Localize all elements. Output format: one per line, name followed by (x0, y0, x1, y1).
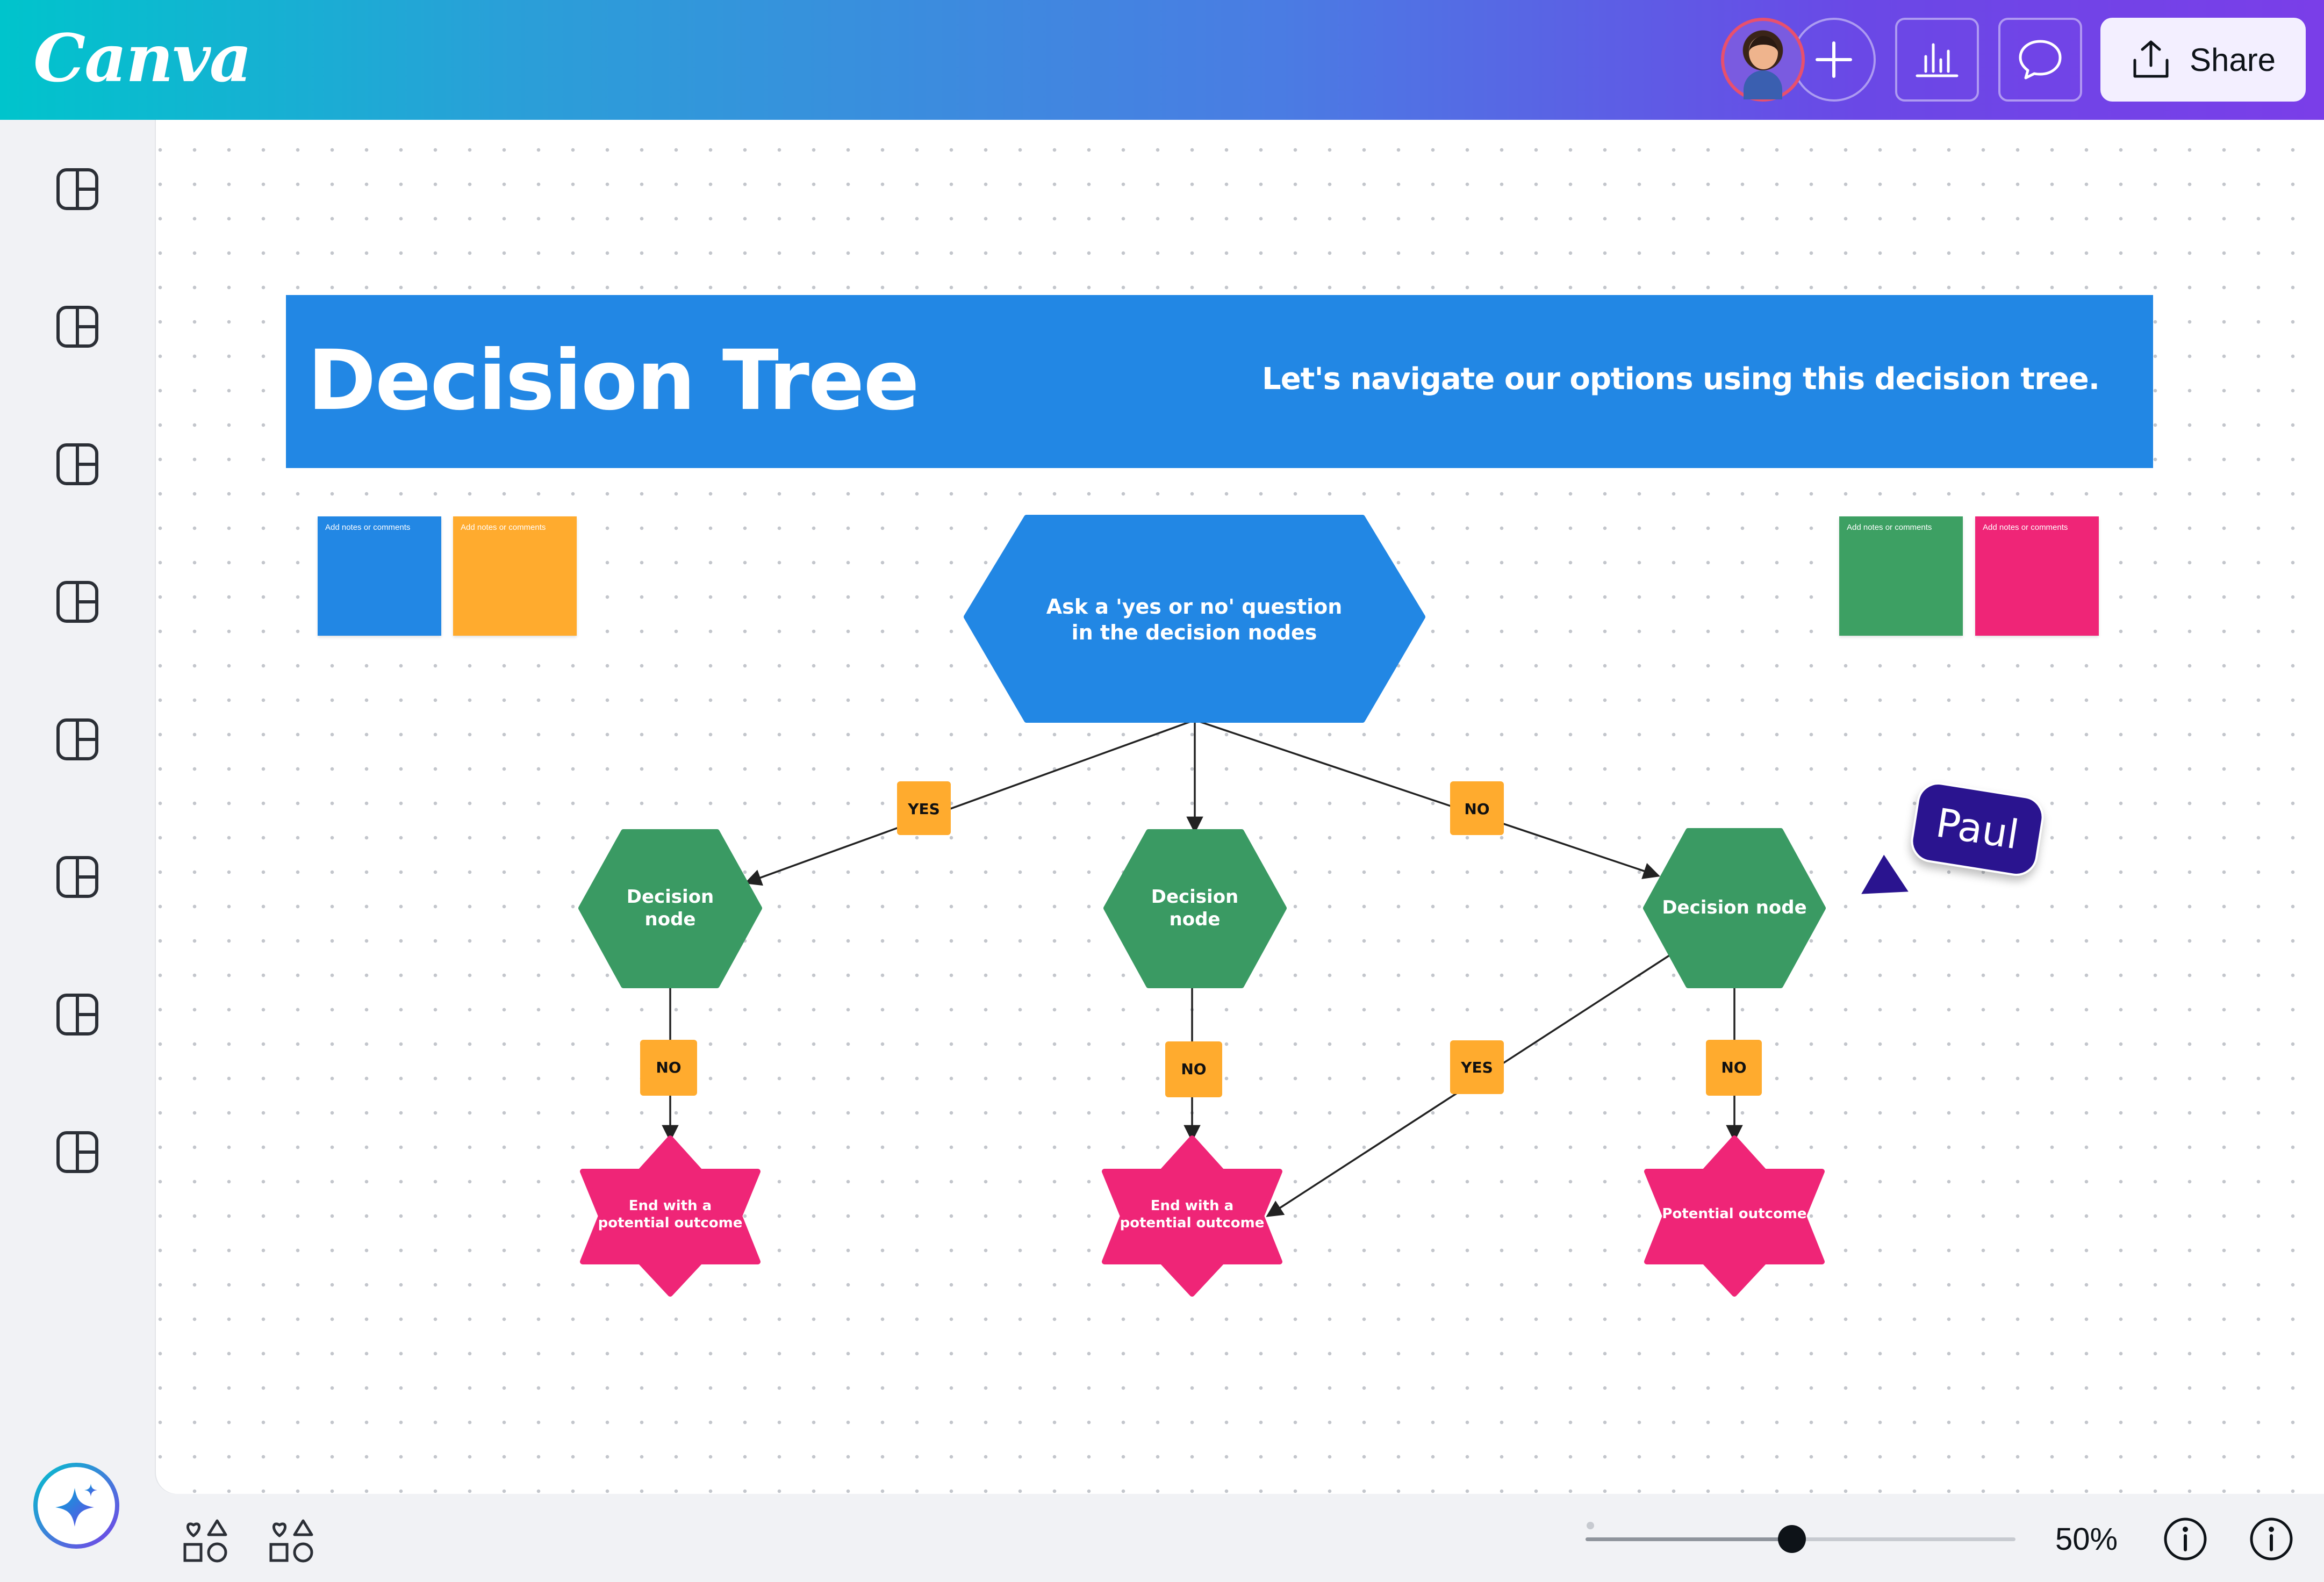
analytics-button[interactable] (1895, 18, 1979, 102)
share-label: Share (2189, 41, 2276, 78)
branch-label-text: NO (1181, 1060, 1206, 1078)
analytics-chart-icon (1916, 43, 1959, 77)
decision-node-right[interactable]: Decision node (1643, 828, 1826, 988)
zoom-min-marker (1587, 1522, 1594, 1529)
branch-label-text: NO (656, 1059, 681, 1076)
comments-button[interactable] (1998, 18, 2082, 102)
root-question-node[interactable]: Ask a 'yes or no' question in the decisi… (964, 515, 1425, 723)
page-layout-icon[interactable] (56, 993, 99, 1036)
plus-icon (1816, 41, 1852, 78)
branch-label-box (1450, 1040, 1504, 1094)
canva-logo[interactable]: Canva (33, 19, 252, 97)
branch-label-box (1165, 1041, 1222, 1097)
elements-shapes-icon[interactable] (182, 1516, 230, 1565)
avatar-face (1749, 36, 1778, 69)
sticky-note-blue[interactable]: Add notes or comments (318, 516, 441, 636)
title-banner[interactable]: Decision Tree Let's navigate our options… (286, 295, 2153, 468)
decision-node-text-line1: Decision (627, 886, 714, 908)
page-layout-icon[interactable] (56, 580, 99, 623)
outcome-node-left[interactable]: End with a potential outcome (580, 1135, 761, 1297)
branch-label-no-right[interactable]: NO (1706, 1040, 1762, 1096)
sticky-note-pink[interactable]: Add notes or comments (1975, 516, 2099, 636)
avatar-body (1744, 70, 1782, 99)
branch-label-box (1706, 1040, 1762, 1096)
outcome-star-shape (1102, 1135, 1282, 1297)
magic-assistant-button[interactable] (33, 1463, 119, 1549)
zoom-slider-fill (1586, 1537, 1792, 1541)
decision-node-text-line2: node (1170, 909, 1221, 930)
info-icon[interactable] (2163, 1516, 2208, 1562)
user-avatar[interactable] (1721, 18, 1805, 102)
outcome-star-shape (580, 1135, 761, 1297)
branch-label-text: NO (1464, 800, 1489, 818)
zoom-slider-handle[interactable] (1778, 1525, 1806, 1553)
outcome-node-right[interactable]: Potential outcome (1644, 1135, 1825, 1297)
elements-shapes-icon[interactable] (268, 1516, 316, 1565)
page-layout-icon[interactable] (56, 1131, 99, 1174)
page-layout-icon[interactable] (56, 168, 99, 211)
root-hexagon-shape (964, 515, 1425, 723)
branch-label-box (640, 1040, 697, 1096)
sticky-note-green[interactable]: Add notes or comments (1839, 516, 1963, 636)
board-subtitle: Let's navigate our options using this de… (1262, 362, 2100, 397)
sticky-note-text: Add notes or comments (461, 523, 546, 532)
branch-label-yes-top[interactable]: YES (897, 781, 951, 835)
comment-icon (2019, 40, 2062, 80)
sticky-note-orange[interactable]: Add notes or comments (453, 516, 577, 636)
page-layout-icon[interactable] (56, 855, 99, 898)
outcome-star-shape (1644, 1135, 1825, 1297)
decision-node-text-line1: Decision node (1662, 897, 1806, 918)
branch-label-box (897, 781, 951, 835)
outcome-text-line1: End with a (1151, 1198, 1233, 1214)
share-button[interactable]: Share (2100, 18, 2306, 102)
zoom-percentage[interactable]: 50% (2055, 1522, 2118, 1557)
info-icon[interactable] (2249, 1516, 2294, 1562)
decision-node-text-line2: node (645, 909, 696, 930)
page-layout-icon[interactable] (56, 443, 99, 486)
decision-hexagon-shape (1103, 829, 1287, 988)
decision-node-middle[interactable]: Decision node (1103, 829, 1287, 988)
top-toolbar: Canva Share (0, 0, 2324, 120)
page-sidebar (0, 120, 156, 1582)
decision-node-text-line1: Decision (1151, 886, 1239, 908)
branch-label-yes-right[interactable]: YES (1450, 1040, 1504, 1094)
share-upload-icon (2133, 40, 2169, 78)
branch-label-no-left[interactable]: NO (640, 1040, 697, 1096)
branch-label-no-top[interactable]: NO (1450, 781, 1504, 835)
branch-label-text: NO (1721, 1059, 1746, 1076)
page-layout-icon[interactable] (56, 305, 99, 348)
outcome-text-line2: potential outcome (598, 1215, 743, 1231)
decision-hexagon-shape (578, 829, 762, 988)
sticky-note-text: Add notes or comments (1983, 523, 2068, 532)
magic-sparkle-icon (55, 1484, 97, 1527)
sticky-note-text: Add notes or comments (325, 523, 411, 532)
branch-label-text: YES (1460, 1059, 1493, 1076)
branch-label-box (1450, 781, 1504, 835)
outcome-text-line1: End with a (629, 1198, 712, 1214)
sticky-note-text: Add notes or comments (1847, 523, 1932, 532)
decision-hexagon-shape (1643, 828, 1826, 988)
outcome-node-middle[interactable]: End with a potential outcome (1102, 1135, 1282, 1297)
outcome-text-line2: potential outcome (1120, 1215, 1265, 1231)
root-question-text-line1: Ask a 'yes or no' question (1046, 595, 1343, 619)
decision-node-left[interactable]: Decision node (578, 829, 762, 988)
branch-label-no-middle[interactable]: NO (1165, 1041, 1222, 1097)
page-layout-icon[interactable] (56, 718, 99, 761)
root-question-text-line2: in the decision nodes (1072, 621, 1317, 644)
outcome-text-line1: Potential outcome (1662, 1206, 1806, 1222)
branch-label-text: YES (907, 800, 940, 818)
board-title: Decision Tree (307, 333, 920, 429)
